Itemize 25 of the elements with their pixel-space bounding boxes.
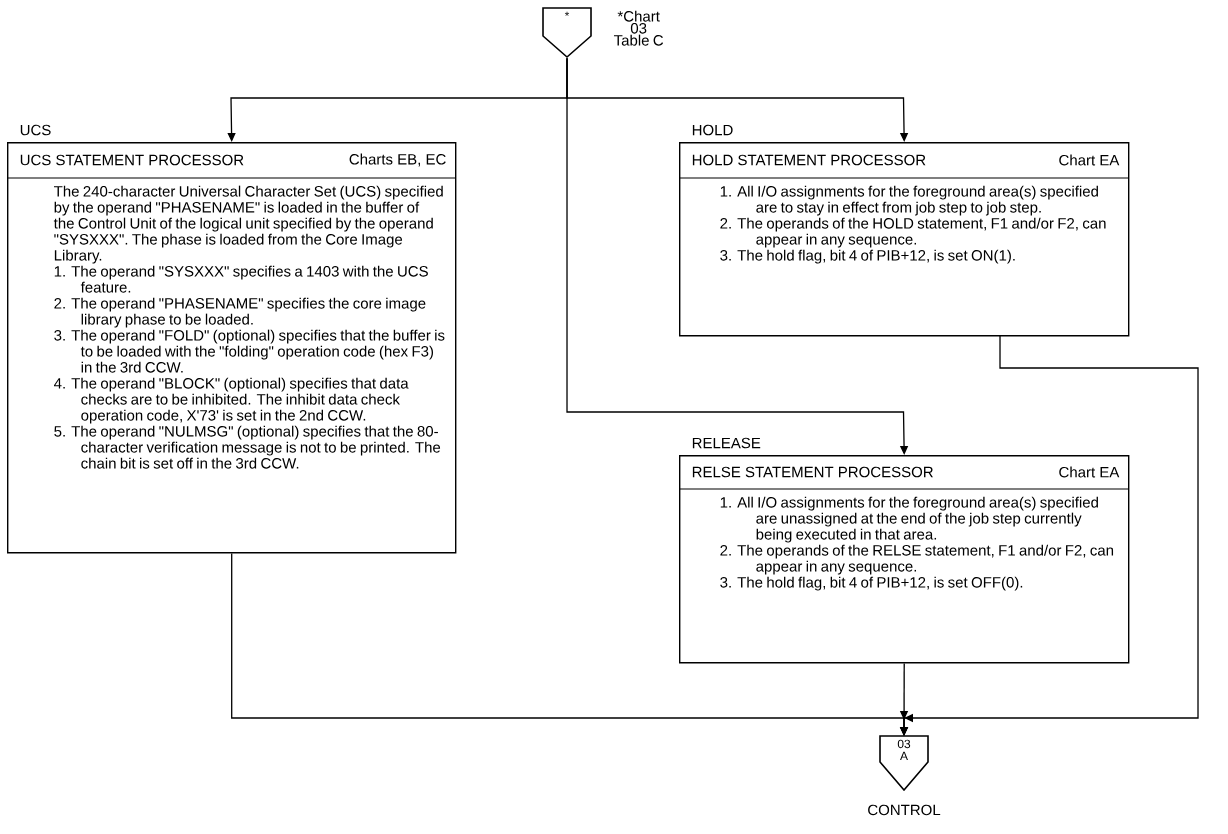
list-item: 2. The operand "PHASENAME" specifies the core image library phase to be loaded.	[54, 297, 426, 328]
list-item: 2. The operands of the HOLD statement, F1 and/or F2, can appear in any sequence.	[720, 217, 1106, 248]
box-label: UCS	[20, 124, 51, 136]
list-item: 2. The operands of the RELSE statement, F1 and/or F2, can appear in any sequence.	[720, 544, 1114, 575]
connector-note: CONTROL	[868, 804, 941, 816]
list-item: 4. The operand "BLOCK" (optional) specifies that data checks are to be inhibited. The inhibit data check operation code, X'73' is set in the 2nd CCW.	[54, 377, 409, 424]
list-item: 3. The hold flag, bit 4 of PIB+12, is set ON(1).	[720, 249, 1015, 264]
list-item: 1. All I/O assignments for the foreground area(s) specified are unassigned at the end of the job step currently being executed in that area.	[720, 496, 1098, 543]
header-title: UCS STATEMENT PROCESSOR	[20, 154, 244, 166]
box-label: HOLD	[692, 124, 733, 136]
body-text: The 240-character Universal Character Set (UCS) specified by the operand "PHASENAME" is loaded in the buffer of the Control Unit of the logical unit specified by the operand "SYSXXX". The phase is loaded from the Core Image Library.	[53, 185, 443, 264]
chart-reference: Chart EA	[1059, 466, 1120, 478]
off-page-connector: 03 A	[879, 735, 929, 792]
chart-reference: Chart EA	[1059, 154, 1120, 166]
list-item: 3. The operand "FOLD" (optional) specifies that the buffer is to be loaded with the "folding" operation code (hex F3) in the 3rd CCW.	[54, 329, 445, 373]
chart-reference: Charts EB, EC	[349, 153, 446, 167]
header-title: RELSE STATEMENT PROCESSOR	[692, 466, 933, 478]
list-item: 1. All I/O assignments for the foreground area(s) specified are to stay in effect from job step to job step.	[720, 185, 1098, 216]
list-item: 5. The operand "NULMSG" (optional) specifies that the 80-character verification message is not to be printed. The chain bit is set off in the 3rd CCW.	[54, 425, 441, 469]
arrow	[566, 57, 909, 455]
list-item: 1. The operand "SYSXXX" specifies a 1403 with the UCS feature.	[54, 265, 428, 293]
header-title: HOLD STATEMENT PROCESSOR	[692, 154, 926, 166]
connector-note: *Chart 03 Table C	[614, 10, 664, 46]
box-label: RELEASE	[692, 437, 761, 449]
list-item: 3. The hold flag, bit 4 of PIB+12, is set OFF(0).	[720, 576, 1023, 591]
